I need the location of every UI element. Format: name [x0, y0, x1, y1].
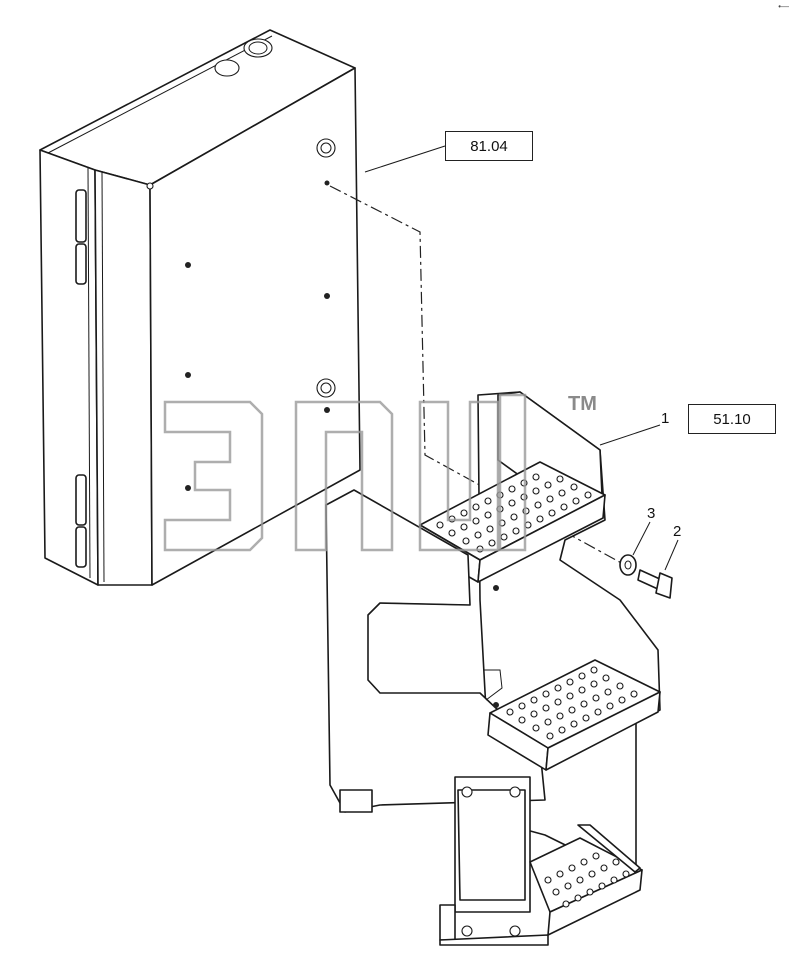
cabinet	[39, 29, 361, 586]
leader-2	[664, 539, 679, 571]
perforations-middle	[506, 666, 638, 740]
reference-label: 51.10	[713, 410, 751, 428]
reference-label: 81.04	[470, 137, 508, 155]
washer	[619, 554, 637, 576]
reference-box-51-10[interactable]: 51.10	[688, 404, 776, 434]
leader-1	[599, 424, 661, 446]
watermark-logo	[163, 393, 527, 552]
watermark-trademark: TM	[568, 393, 597, 415]
corner-mark: •—	[778, 2, 789, 11]
step-assembly	[325, 391, 661, 946]
leader-3	[632, 521, 651, 556]
reference-box-81-04[interactable]: 81.04	[445, 131, 533, 161]
leader-81-04	[364, 145, 446, 173]
callout-2: 2	[673, 523, 682, 540]
bolt	[637, 569, 673, 599]
perforations-bottom	[544, 852, 630, 908]
callout-1: 1	[661, 410, 670, 427]
callout-3: 3	[647, 505, 656, 522]
